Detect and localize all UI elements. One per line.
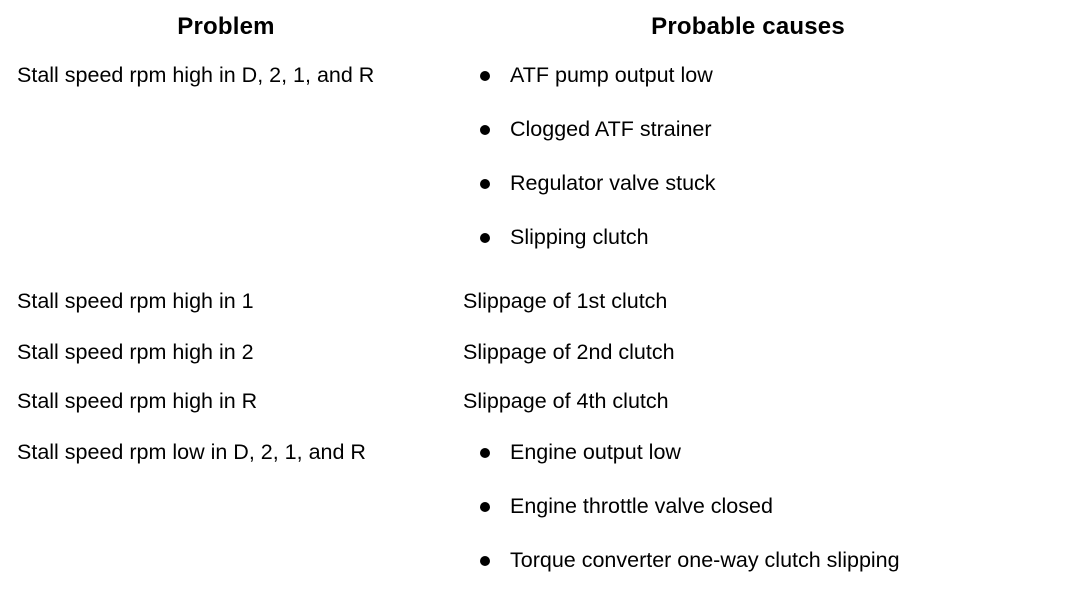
cell-problem: Stall speed rpm low in D, 2, 1, and R bbox=[3, 426, 449, 601]
cell-problem: Stall speed rpm high in R bbox=[3, 375, 449, 426]
cell-problem: Stall speed rpm high in 2 bbox=[3, 326, 449, 376]
cause-text: Slippage of 4th clutch bbox=[463, 389, 669, 414]
list-item: ATF pump output low bbox=[463, 62, 1047, 89]
table-row: Stall speed rpm high in 2 Slippage of 2n… bbox=[3, 326, 1047, 376]
cause-text: Clogged ATF strainer bbox=[510, 117, 712, 141]
filled-circle-bullet-icon bbox=[480, 448, 490, 459]
troubleshooting-table-container: Problem Probable causes Stall speed rpm … bbox=[3, 4, 1047, 601]
filled-circle-bullet-icon bbox=[480, 233, 490, 243]
table-row: Stall speed rpm high in D, 2, 1, and R A… bbox=[3, 49, 1047, 275]
filled-circle-bullet-icon bbox=[480, 179, 490, 189]
column-header-probable-causes: Probable causes bbox=[651, 13, 845, 40]
cause-text: Slippage of 2nd clutch bbox=[463, 339, 675, 364]
cell-probable-causes: ATF pump output low Clogged ATF strainer… bbox=[449, 49, 1047, 275]
table-row: Stall speed rpm high in R Slippage of 4t… bbox=[3, 375, 1047, 426]
cell-probable-causes: Engine output low Engine throttle valve … bbox=[449, 426, 1047, 601]
table-body: Stall speed rpm high in D, 2, 1, and R A… bbox=[3, 49, 1047, 601]
problem-text: Stall speed rpm high in R bbox=[17, 389, 258, 414]
problem-text: Stall speed rpm low in D, 2, 1, and R bbox=[17, 440, 366, 465]
cause-text: Torque converter one-way clutch slipping bbox=[510, 548, 900, 573]
list-item: Regulator valve stuck bbox=[463, 170, 1047, 197]
cause-text: Slippage of 1st clutch bbox=[463, 288, 668, 313]
cell-probable-causes: Slippage of 1st clutch bbox=[449, 275, 1047, 326]
cell-problem: Stall speed rpm high in 1 bbox=[3, 275, 449, 326]
cause-text: Engine output low bbox=[510, 440, 681, 465]
problem-text: Stall speed rpm high in D, 2, 1, and R bbox=[17, 63, 375, 87]
filled-circle-bullet-icon bbox=[480, 556, 490, 567]
list-item: Engine output low bbox=[463, 439, 1047, 466]
filled-circle-bullet-icon bbox=[480, 125, 490, 135]
table-row: Stall speed rpm high in 1 Slippage of 1s… bbox=[3, 275, 1047, 326]
problem-text: Stall speed rpm high in 1 bbox=[17, 288, 254, 313]
list-item: Slipping clutch bbox=[463, 224, 1047, 251]
cause-text: ATF pump output low bbox=[510, 63, 713, 87]
cause-text: Slipping clutch bbox=[510, 225, 649, 249]
cell-problem: Stall speed rpm high in D, 2, 1, and R bbox=[3, 49, 449, 275]
filled-circle-bullet-icon bbox=[480, 502, 490, 513]
cause-text: Regulator valve stuck bbox=[510, 171, 716, 195]
table-header-row: Problem Probable causes bbox=[3, 4, 1047, 49]
list-item: Clogged ATF strainer bbox=[463, 116, 1047, 143]
causes-list: ATF pump output low Clogged ATF strainer… bbox=[463, 62, 1047, 251]
filled-circle-bullet-icon bbox=[480, 71, 490, 81]
list-item: Engine throttle valve closed bbox=[463, 493, 1047, 520]
causes-list: Engine output low Engine throttle valve … bbox=[463, 439, 1047, 574]
cell-probable-causes: Slippage of 2nd clutch bbox=[449, 326, 1047, 376]
column-header-problem: Problem bbox=[177, 13, 275, 40]
cause-text: Engine throttle valve closed bbox=[510, 494, 773, 519]
problem-text: Stall speed rpm high in 2 bbox=[17, 339, 254, 364]
list-item: Torque converter one-way clutch slipping bbox=[463, 547, 1047, 574]
cell-probable-causes: Slippage of 4th clutch bbox=[449, 375, 1047, 426]
table-row: Stall speed rpm low in D, 2, 1, and R En… bbox=[3, 426, 1047, 601]
troubleshooting-table: Problem Probable causes Stall speed rpm … bbox=[3, 4, 1047, 601]
table-header: Problem Probable causes bbox=[3, 4, 1047, 49]
